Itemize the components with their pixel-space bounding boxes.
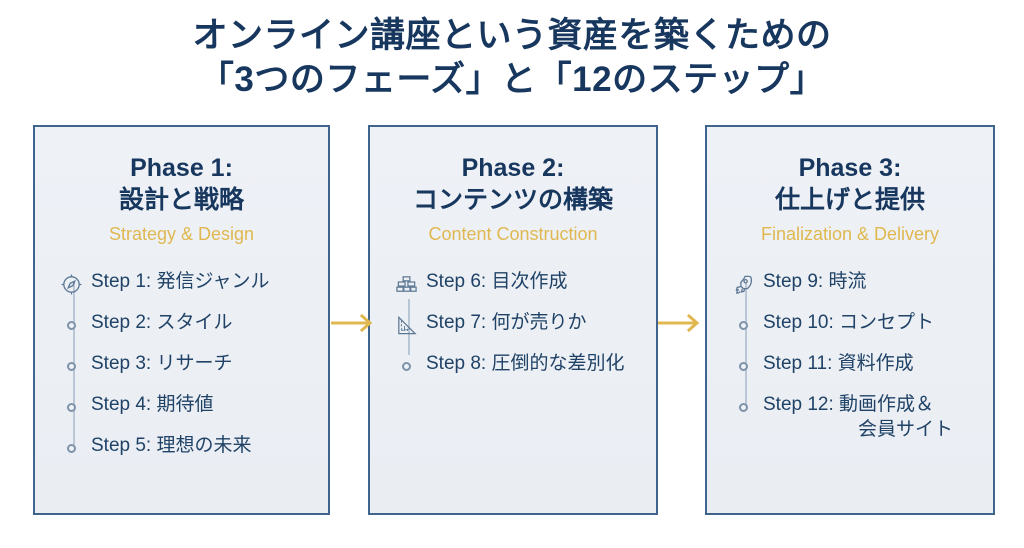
step-item-7: Step 7: 何が売りか xyxy=(392,310,656,351)
step-item-1: Step 1: 発信ジャンル xyxy=(57,269,328,310)
phase-1-title-jp: 設計と戦略 xyxy=(118,186,244,214)
page-title: オンライン講座という資産を築くための 「3つのフェーズ」と「12のステップ」 xyxy=(0,14,1024,102)
phase-2-label: Phase 2: xyxy=(461,154,565,182)
phase-3-title-jp: 仕上げと提供 xyxy=(774,186,925,214)
step-item-11: Step 11: 資料作成 xyxy=(729,351,993,392)
set-square-icon xyxy=(392,312,420,338)
page-title-line-1: オンライン講座という資産を築くための xyxy=(192,16,832,55)
phase-3-step-list: Step 9: 時流 Step 10: コンセプト Step 11: 資料作成 … xyxy=(707,269,993,442)
step-item-9: Step 9: 時流 xyxy=(729,269,993,310)
step-label: Step 12: 動画作成＆ 会員サイト xyxy=(763,394,954,440)
step-label: Step 2: スタイル xyxy=(91,312,233,333)
dot-icon xyxy=(57,394,85,420)
step-label: Step 8: 圧倒的な差別化 xyxy=(426,353,625,374)
dot-icon xyxy=(57,312,85,338)
phase-card-1: Phase 1: 設計と戦略 Strategy & Design Step 1:… xyxy=(33,125,330,515)
phase-3-label: Phase 3: xyxy=(798,154,902,182)
phase-2-step-list: Step 6: 目次作成 Step 7: 何が売りか Step 8: 圧倒的な差… xyxy=(370,269,656,392)
rocket-icon xyxy=(729,271,757,297)
step-label: Step 7: 何が売りか xyxy=(426,312,587,333)
step-label: Step 6: 目次作成 xyxy=(426,271,568,292)
brick-wall-icon xyxy=(392,271,420,297)
dot-icon xyxy=(729,353,757,379)
dot-icon xyxy=(392,353,420,379)
step-item-8: Step 8: 圧倒的な差別化 xyxy=(392,351,656,392)
phase-2-title-jp: コンテンツの構築 xyxy=(412,186,613,214)
dot-icon xyxy=(729,312,757,338)
step-item-6: Step 6: 目次作成 xyxy=(392,269,656,310)
step-label: Step 3: リサーチ xyxy=(91,353,233,374)
step-item-12: Step 12: 動画作成＆ 会員サイト xyxy=(729,392,993,442)
arrow-phase2-to-phase3 xyxy=(658,313,704,333)
step-label: Step 10: コンセプト xyxy=(763,312,935,333)
step-item-2: Step 2: スタイル xyxy=(57,310,328,351)
phase-card-3-header: Phase 3: 仕上げと提供 Finalization & Delivery xyxy=(707,153,993,247)
step-item-3: Step 3: リサーチ xyxy=(57,351,328,392)
step-item-4: Step 4: 期待値 xyxy=(57,392,328,433)
compass-icon xyxy=(57,271,85,297)
step-label: Step 4: 期待値 xyxy=(91,394,214,415)
step-label: Step 1: 発信ジャンル xyxy=(91,271,270,292)
step-label: Step 5: 理想の未来 xyxy=(91,435,252,456)
step-item-5: Step 5: 理想の未来 xyxy=(57,433,328,474)
phase-1-title-en: Strategy & Design xyxy=(108,224,255,244)
step-rail xyxy=(745,283,747,407)
phase-2-title-en: Content Construction xyxy=(428,224,598,244)
step-label: Step 11: 資料作成 xyxy=(763,353,914,374)
dot-icon xyxy=(57,435,85,461)
dot-icon xyxy=(57,353,85,379)
step-label: Step 9: 時流 xyxy=(763,271,867,292)
phase-3-title-en: Finalization & Delivery xyxy=(760,224,940,244)
page-title-line-2: 「3つのフェーズ」と「12のステップ」 xyxy=(198,60,826,99)
phase-row: Phase 1: 設計と戦略 Strategy & Design Step 1:… xyxy=(33,125,995,517)
phase-card-2-header: Phase 2: コンテンツの構築 Content Construction xyxy=(370,153,656,247)
phase-card-3: Phase 3: 仕上げと提供 Finalization & Delivery … xyxy=(705,125,995,515)
phase-1-step-list: Step 1: 発信ジャンル Step 2: スタイル Step 3: リサーチ… xyxy=(35,269,328,474)
phase-1-label: Phase 1: xyxy=(130,154,233,182)
phase-card-1-header: Phase 1: 設計と戦略 Strategy & Design xyxy=(35,153,328,247)
step-item-10: Step 10: コンセプト xyxy=(729,310,993,351)
arrow-phase1-to-phase2 xyxy=(331,313,377,333)
phase-card-2: Phase 2: コンテンツの構築 Content Construction xyxy=(368,125,658,515)
dot-icon xyxy=(729,394,757,420)
